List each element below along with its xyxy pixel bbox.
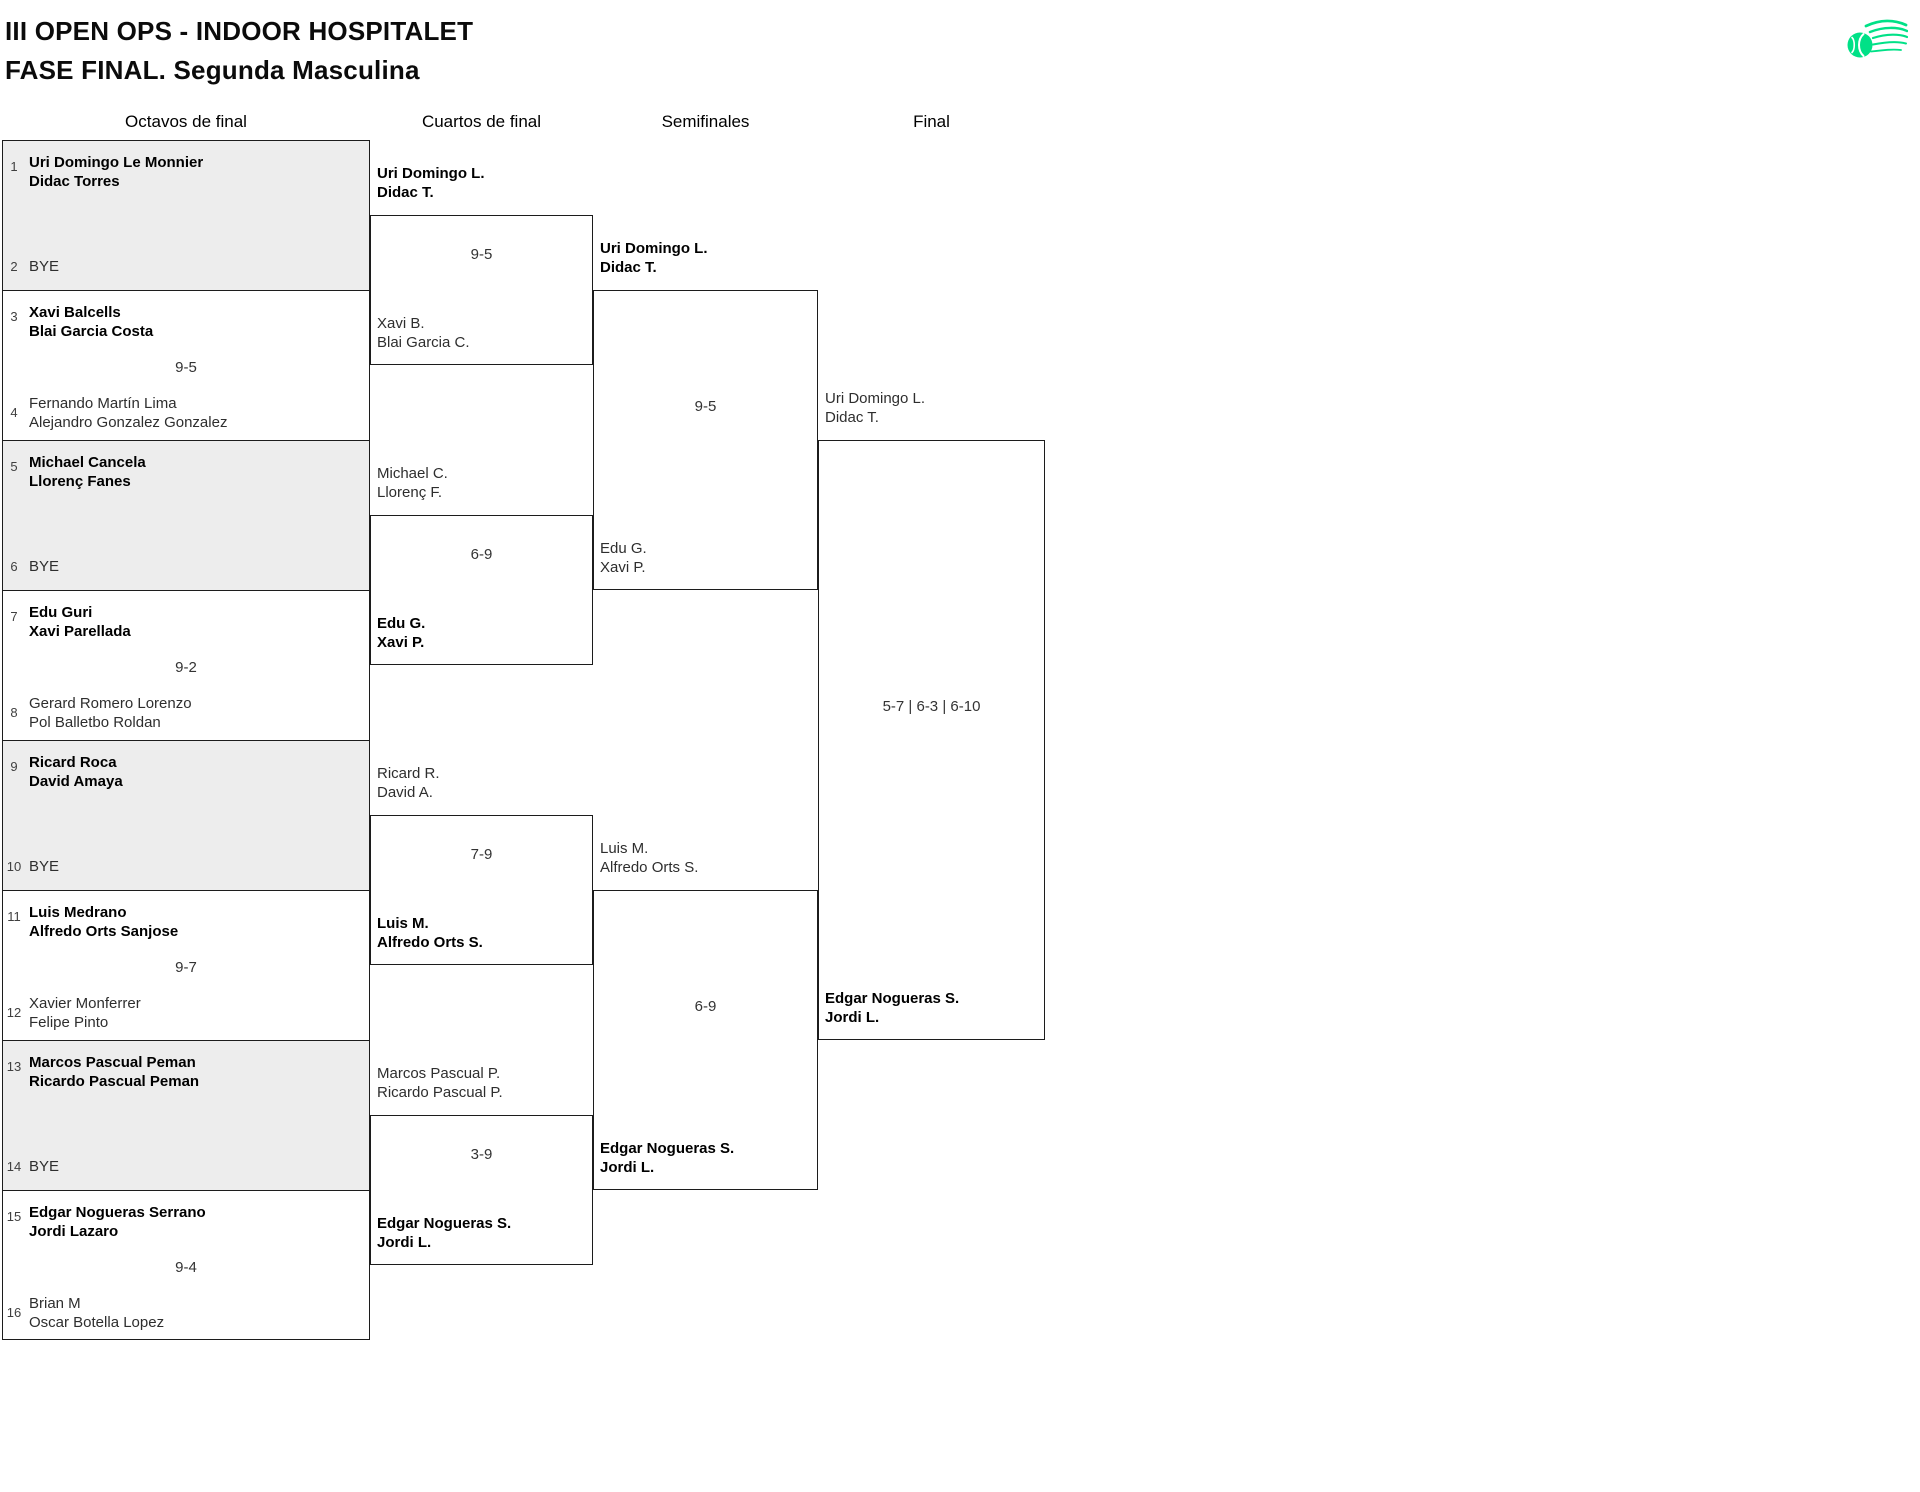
divider: [2, 740, 370, 741]
seed-number: 13: [6, 1059, 22, 1074]
team-name: Edgar Nogueras S.Jordi L.: [600, 1140, 735, 1176]
match-score: 9-5: [175, 359, 197, 376]
team-name: Uri Domingo L.Didac T.: [825, 390, 926, 426]
match-score: 7-9: [470, 846, 493, 863]
sf-match-box: [593, 890, 818, 1190]
qf-match-box: [370, 815, 593, 965]
match-score: 5-7 | 6-3 | 6-10: [882, 698, 981, 715]
qf-match-box: [370, 1115, 593, 1265]
team-name: Luis M.Alfredo Orts S.: [600, 840, 699, 876]
team-name: Michael C.Llorenç F.: [377, 465, 448, 501]
round-header-qf: Cuartos de final: [421, 112, 542, 131]
team-name: Marcos Pascual P.Ricardo Pascual P.: [377, 1065, 503, 1101]
seed-number: 4: [10, 405, 18, 420]
seed-number: 1: [10, 159, 18, 174]
bye-cell-background: [3, 1041, 369, 1190]
page-title: III OPEN OPS - INDOOR HOSPITALET FASE FI…: [5, 12, 473, 90]
bye-cell-background: [3, 741, 369, 890]
seed-number: 15: [6, 1209, 22, 1224]
seed-number: 5: [10, 459, 18, 474]
divider: [2, 890, 370, 891]
seed-number: 3: [10, 309, 18, 324]
seed-number: 2: [10, 259, 18, 274]
team-name: Luis M.Alfredo Orts S.: [377, 915, 483, 951]
seed-number: 16: [6, 1305, 22, 1320]
final-match-box: [818, 440, 1045, 1040]
team-name: Xavi B.Blai Garcia C.: [377, 315, 470, 351]
match-score: 9-7: [175, 959, 197, 976]
team-name: Uri Domingo L.Didac T.: [600, 240, 708, 276]
bye-label: BYE: [29, 258, 60, 275]
team-name: Edgar Nogueras S.Jordi L.: [825, 990, 960, 1026]
seed-number: 14: [6, 1159, 22, 1174]
round-header-r16: Octavos de final: [125, 112, 247, 131]
round-header-sf: Semifinales: [661, 112, 750, 131]
seed-number: 12: [6, 1005, 22, 1020]
match-score: 9-5: [694, 398, 717, 415]
ball-swoosh-icon: [1846, 16, 1909, 62]
seed-number: 6: [10, 559, 18, 574]
bye-label: BYE: [29, 858, 60, 875]
phase-subtitle: FASE FINAL. Segunda Masculina: [5, 55, 420, 85]
match-score: 9-5: [470, 246, 493, 263]
sf-match-box: [593, 290, 818, 590]
match-score: 9-2: [175, 659, 197, 676]
round-header-final: Final: [913, 112, 950, 131]
team-name: Uri Domingo L.Didac T.: [377, 165, 485, 201]
divider: [2, 590, 370, 591]
seed-number: 10: [6, 859, 22, 874]
match-score: 3-9: [470, 1146, 493, 1163]
bye-label: BYE: [29, 1158, 60, 1175]
match-score: 6-9: [470, 546, 493, 563]
team-name: Edu G.Xavi P.: [600, 540, 647, 576]
seed-number: 11: [7, 909, 21, 924]
bye-cell-background: [3, 441, 369, 590]
divider: [2, 1190, 370, 1191]
match-score: 9-4: [175, 1259, 197, 1276]
divider: [2, 440, 370, 441]
team-name: Edu G.Xavi P.: [377, 615, 426, 651]
match-score: 6-9: [694, 998, 717, 1015]
seed-number: 9: [10, 759, 18, 774]
divider: [2, 290, 370, 291]
qf-match-box: [370, 215, 593, 365]
team-name: Ricard R.David A.: [377, 765, 440, 801]
bye-cell-background: [3, 141, 369, 290]
seed-number: 8: [10, 705, 18, 720]
team-name: Edgar Nogueras S.Jordi L.: [377, 1215, 512, 1251]
bye-label: BYE: [29, 558, 60, 575]
tournament-title: III OPEN OPS - INDOOR HOSPITALET: [5, 16, 474, 46]
divider: [2, 1040, 370, 1041]
qf-match-box: [370, 515, 593, 665]
seed-number: 7: [10, 609, 18, 624]
